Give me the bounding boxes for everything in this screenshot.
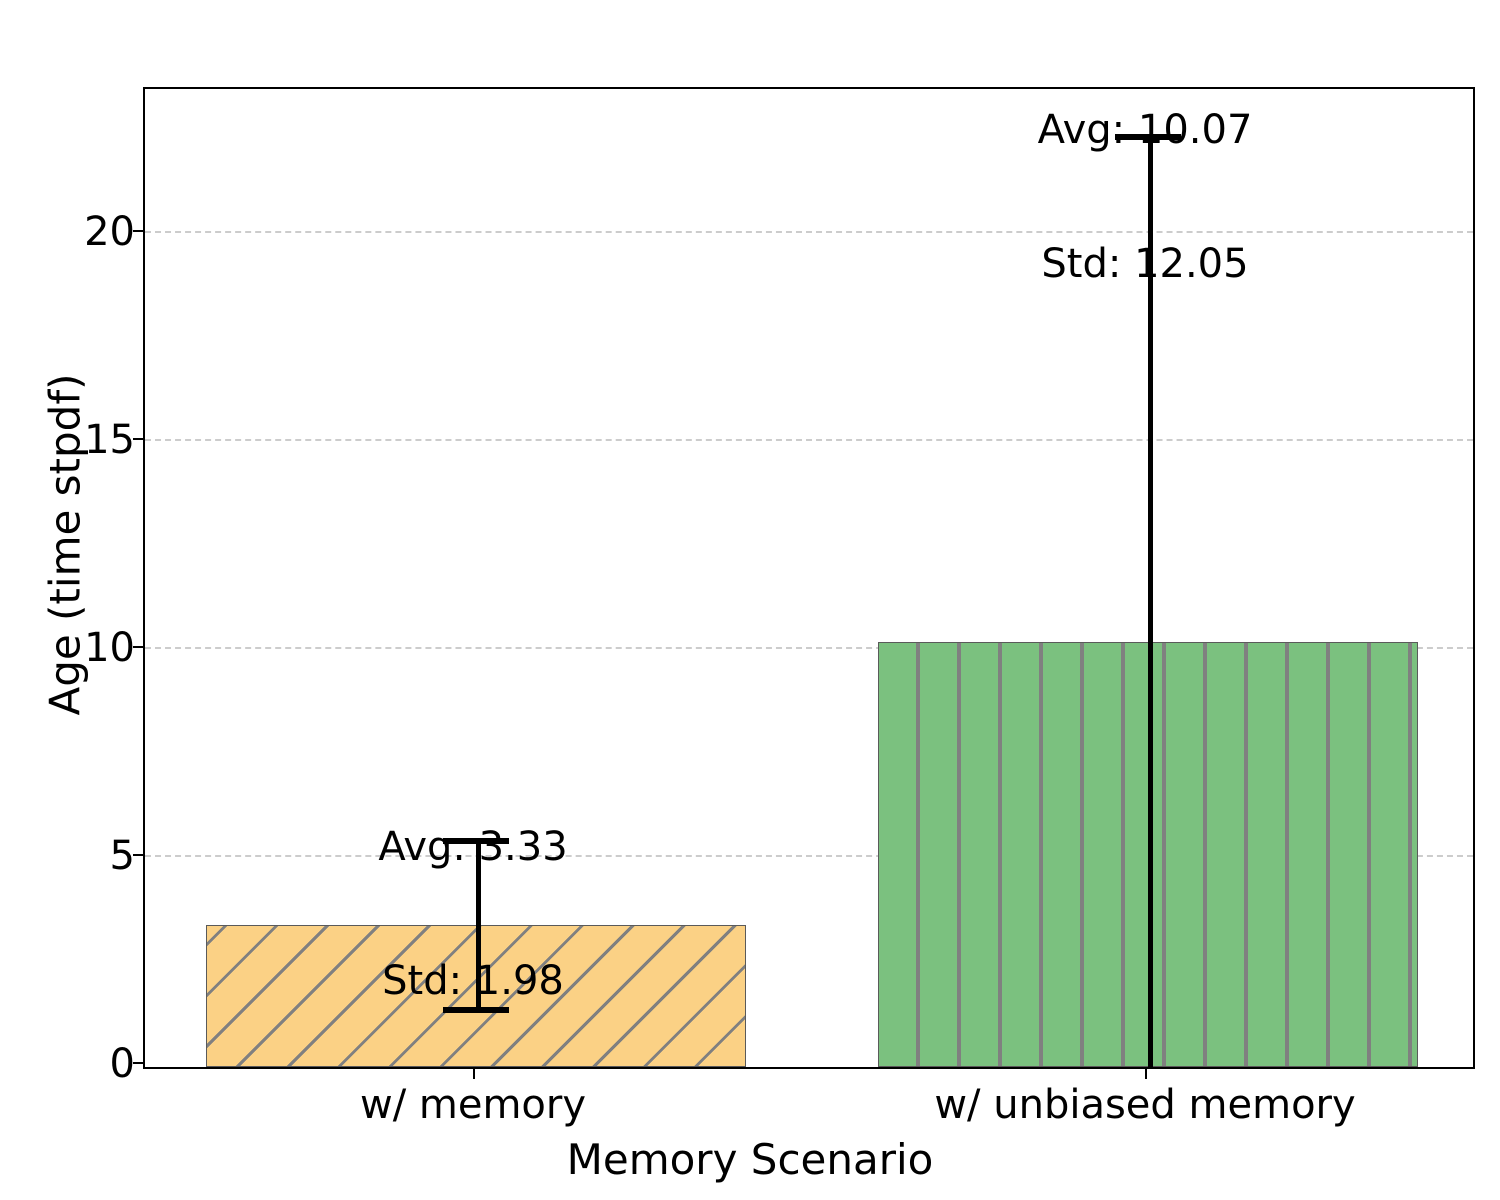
- ytick-label-20: 20: [84, 209, 135, 255]
- plot-inner: [145, 89, 1473, 1067]
- xtick-mark-w-unbiased-memory: [1145, 1069, 1147, 1079]
- gridline-20: [145, 231, 1473, 233]
- xtick-label-w-unbiased-memory: w/ unbiased memory: [934, 1082, 1356, 1128]
- xtick-mark-w-memory: [473, 1069, 475, 1079]
- annotation-w-unbiased-memory-std: Std: 12.05: [1041, 240, 1249, 287]
- x-axis-title: Memory Scenario: [566, 1135, 934, 1184]
- gridline-10: [145, 647, 1473, 649]
- annotation-w-memory: Avg: 3.33 Std: 1.98: [378, 735, 567, 1093]
- errorbar-line-w-memory: [476, 841, 481, 1010]
- xtick-label-w-memory: w/ memory: [359, 1082, 587, 1128]
- ytick-label-15: 15: [84, 417, 135, 463]
- annotation-w-memory-std: Std: 1.98: [382, 957, 564, 1004]
- ytick-mark-10: [133, 646, 143, 648]
- gridline-15: [145, 439, 1473, 441]
- plot-area: [143, 87, 1475, 1069]
- annotation-w-unbiased-memory: Avg: 10.07 Std: 12.05: [1038, 18, 1253, 376]
- ytick-label-0: 0: [109, 1041, 135, 1087]
- errorbar-cap-top-w-memory: [443, 838, 509, 844]
- errorbar-line-w-unbiased-memory: [1148, 137, 1153, 1067]
- ytick-mark-5: [133, 854, 143, 856]
- ytick-mark-20: [133, 230, 143, 232]
- ytick-label-5: 5: [109, 833, 135, 879]
- ytick-mark-15: [133, 438, 143, 440]
- gridline-5: [145, 855, 1473, 857]
- annotation-w-unbiased-memory-avg: Avg: 10.07: [1037, 106, 1253, 153]
- y-axis-title: Age (time stpdf): [40, 373, 90, 716]
- ytick-label-10: 10: [84, 625, 135, 671]
- errorbar-cap-top-w-unbiased-memory: [1115, 134, 1181, 140]
- errorbar-cap-bottom-w-memory: [443, 1007, 509, 1013]
- ytick-mark-0: [133, 1062, 143, 1064]
- annotation-w-memory-avg: Avg: 3.33: [378, 823, 568, 870]
